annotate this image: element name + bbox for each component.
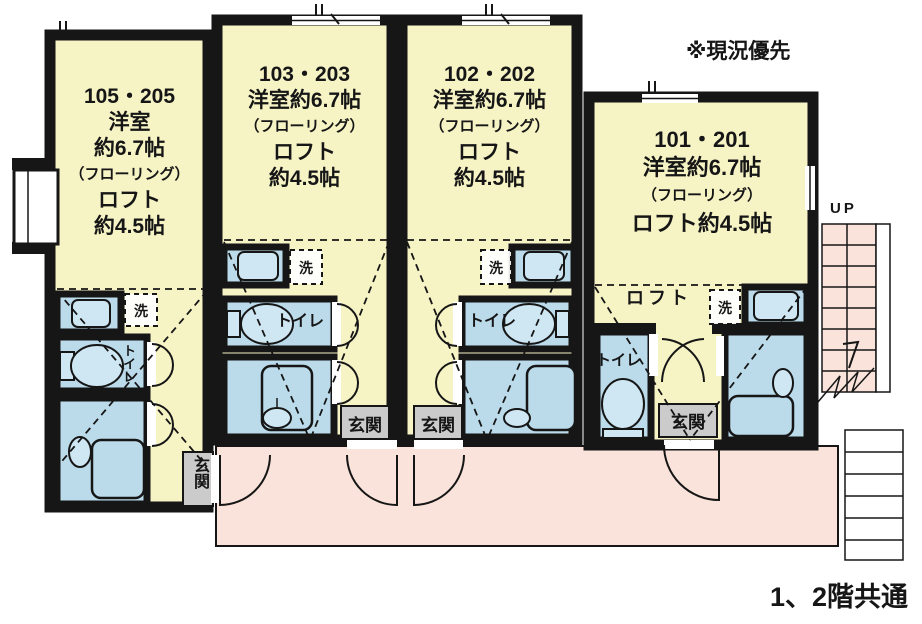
toilet-label: トイレ [276, 313, 325, 330]
washer-label: 洗 [299, 260, 313, 276]
sink-icon [237, 251, 279, 281]
stairs-up-label: UP [830, 200, 857, 217]
fixtures [59, 251, 799, 500]
washer-box [709, 289, 741, 325]
current-condition-note: ※現況優先 [686, 40, 791, 63]
stair-direction-arrow [842, 340, 860, 369]
unit-105-entrance-pad [182, 451, 214, 507]
washer-box [480, 249, 512, 285]
washer-label: 洗 [489, 260, 503, 276]
room-size: 洋室約6.7帖 [432, 89, 547, 112]
loft-size: ロフト約4.5帖 [631, 211, 773, 236]
door-arc-101-entry [663, 444, 720, 502]
washer-box [289, 249, 323, 285]
door-arc-105-bath [151, 403, 174, 447]
toilet-icon [555, 310, 570, 338]
dimension-ticks [59, 4, 656, 92]
entrance-label: 玄関 [421, 416, 455, 435]
room-size: 洋室約6.7帖 [642, 155, 762, 180]
unit-102-entrance-pad [413, 405, 463, 440]
flooring-note: （フローリング） [429, 118, 550, 135]
door-arc-103-entry [346, 454, 398, 507]
unit-id: 102・202 [443, 63, 536, 86]
door-arc-105-entry [219, 454, 271, 507]
unit-id: 103・203 [258, 63, 351, 86]
unit-101-label: 101・201 洋室約6.7帖 （フローリング） ロフト約4.5帖 [592, 126, 812, 238]
door-arc-103-toilet [336, 303, 359, 347]
flooring-note: （フローリング） [69, 166, 190, 183]
door-arc-105-toilet [151, 343, 174, 387]
unit-103-label: 103・203 洋室約6.7帖 （フローリング） ロフト 約4.5帖 [217, 62, 392, 192]
entrance-pads [182, 403, 718, 507]
staircase-upper [817, 223, 891, 403]
loft-area-label: ロフト [626, 288, 692, 308]
bathtub-icon [525, 364, 577, 432]
door-arc-102-entry [413, 454, 465, 507]
bathtub-icon [90, 438, 146, 500]
bathtub-icon [727, 394, 795, 438]
loft-word: ロフト [273, 141, 336, 164]
floors-common-note: 1、2階共通 [769, 582, 908, 612]
door-arc-102-bath [435, 361, 458, 405]
loft-dashed-lines [56, 239, 808, 468]
flooring-note: （フローリング） [244, 118, 365, 135]
room-size: 洋室約6.7帖 [247, 89, 362, 112]
room-size: 約6.7帖 [93, 137, 166, 160]
loft-word: ロフト [458, 141, 521, 164]
sink-icon [71, 299, 111, 328]
sink-icon [523, 251, 565, 281]
door-leaf-101-inner [661, 338, 705, 383]
windows [292, 13, 815, 210]
door-arcs [151, 303, 720, 507]
loft-word: ロフト [98, 189, 161, 212]
staircase-lower [844, 429, 904, 561]
corridor [215, 445, 839, 547]
entrance-label: 玄関 [191, 457, 208, 489]
toilet-label: トイレ [596, 352, 642, 369]
washer-box [124, 293, 158, 327]
door-openings [147, 302, 724, 503]
unit-103-entrance-pad [340, 405, 390, 440]
unit-id: 105・205 [83, 85, 176, 108]
washer-label: 洗 [718, 300, 732, 316]
unit-105-label: 105・205 洋室 約6.7帖 （フローリング） ロフト 約4.5帖 [52, 84, 207, 240]
flooring-note: （フローリング） [641, 187, 762, 204]
washer-label: 洗 [134, 303, 148, 319]
toilet-label: トイレ [468, 313, 517, 330]
unit-102-label: 102・202 洋室約6.7帖 （フローリング） ロフト 約4.5帖 [402, 62, 577, 192]
loft-size: 約4.5帖 [93, 215, 166, 238]
left-wall-bay [12, 158, 60, 254]
entrance-label: 玄関 [671, 413, 705, 432]
toilet-icon [601, 378, 645, 430]
door-arc-103-bath [336, 361, 359, 405]
sink-icon [753, 291, 799, 321]
door-arc-102-toilet [435, 303, 458, 347]
loft-size: 約4.5帖 [453, 167, 526, 190]
washer-boxes [124, 249, 741, 327]
entrance-label: 玄関 [348, 416, 382, 435]
toilet-icon [226, 310, 241, 338]
loft-size: 約4.5帖 [268, 167, 341, 190]
stair-break-line [817, 367, 875, 403]
toilet-label: トイレ [121, 344, 136, 383]
room-type: 洋室 [108, 111, 151, 134]
unit-101-entrance-pad [658, 403, 718, 438]
unit-id: 101・201 [654, 127, 750, 152]
